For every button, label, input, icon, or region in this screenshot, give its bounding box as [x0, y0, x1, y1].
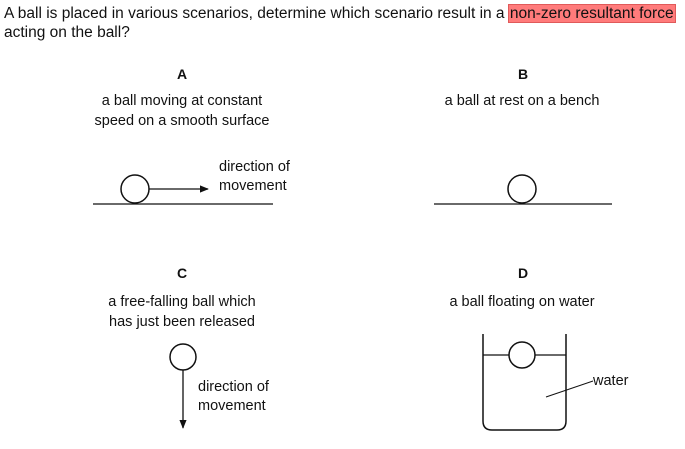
question-text: A ball is placed in various scenarios, d…: [4, 4, 684, 42]
option-b-diagram: [434, 174, 612, 205]
option-d-water-label: water: [593, 373, 629, 389]
option-b-description: a ball at rest on a bench: [392, 91, 652, 111]
question-suffix: acting on the ball?: [4, 24, 130, 41]
option-a-diagram: [93, 174, 273, 205]
question-prefix: A ball is placed in various scenarios, d…: [4, 5, 509, 22]
option-d-desc-line1: a ball floating on water: [449, 294, 595, 310]
option-d-description: a ball floating on water: [392, 292, 652, 312]
option-a-letter: A: [176, 66, 188, 82]
option-b-letter: B: [517, 66, 529, 82]
highlighted-phrase: non-zero resultant force: [507, 4, 676, 23]
option-b-desc-line1: a ball at rest on a bench: [444, 93, 600, 109]
option-c-desc-line1: a free-falling ball which: [108, 294, 256, 310]
option-a-label-line2: movement: [219, 178, 287, 194]
option-a-description: a ball moving at constant speed on a smo…: [52, 91, 312, 131]
option-d-beaker-icon: [482, 334, 567, 431]
option-d-letter: D: [517, 265, 529, 281]
option-c-letter: C: [176, 265, 188, 281]
option-d-water-leader-line: [545, 380, 594, 398]
option-a-label-line1: direction of: [219, 159, 290, 175]
option-d-diagram: [482, 334, 594, 431]
option-a-arrow-label: direction of movement: [219, 158, 290, 196]
option-b-ball-icon: [507, 174, 537, 204]
option-d-ball-icon: [508, 341, 536, 369]
option-c-label-line1: direction of: [198, 379, 269, 395]
option-c-label-line2: movement: [198, 398, 266, 414]
option-c-diagram: [169, 343, 197, 429]
option-c-description: a free-falling ball which has just been …: [52, 292, 312, 332]
option-a-ball-icon: [120, 174, 150, 204]
option-a-desc-line1: a ball moving at constant: [101, 93, 263, 109]
option-c-ball-icon: [169, 343, 197, 371]
option-c-arrow-label: direction of movement: [198, 378, 269, 416]
option-a-desc-line2: speed on a smooth surface: [94, 113, 270, 129]
option-c-desc-line2: has just been released: [109, 314, 255, 330]
